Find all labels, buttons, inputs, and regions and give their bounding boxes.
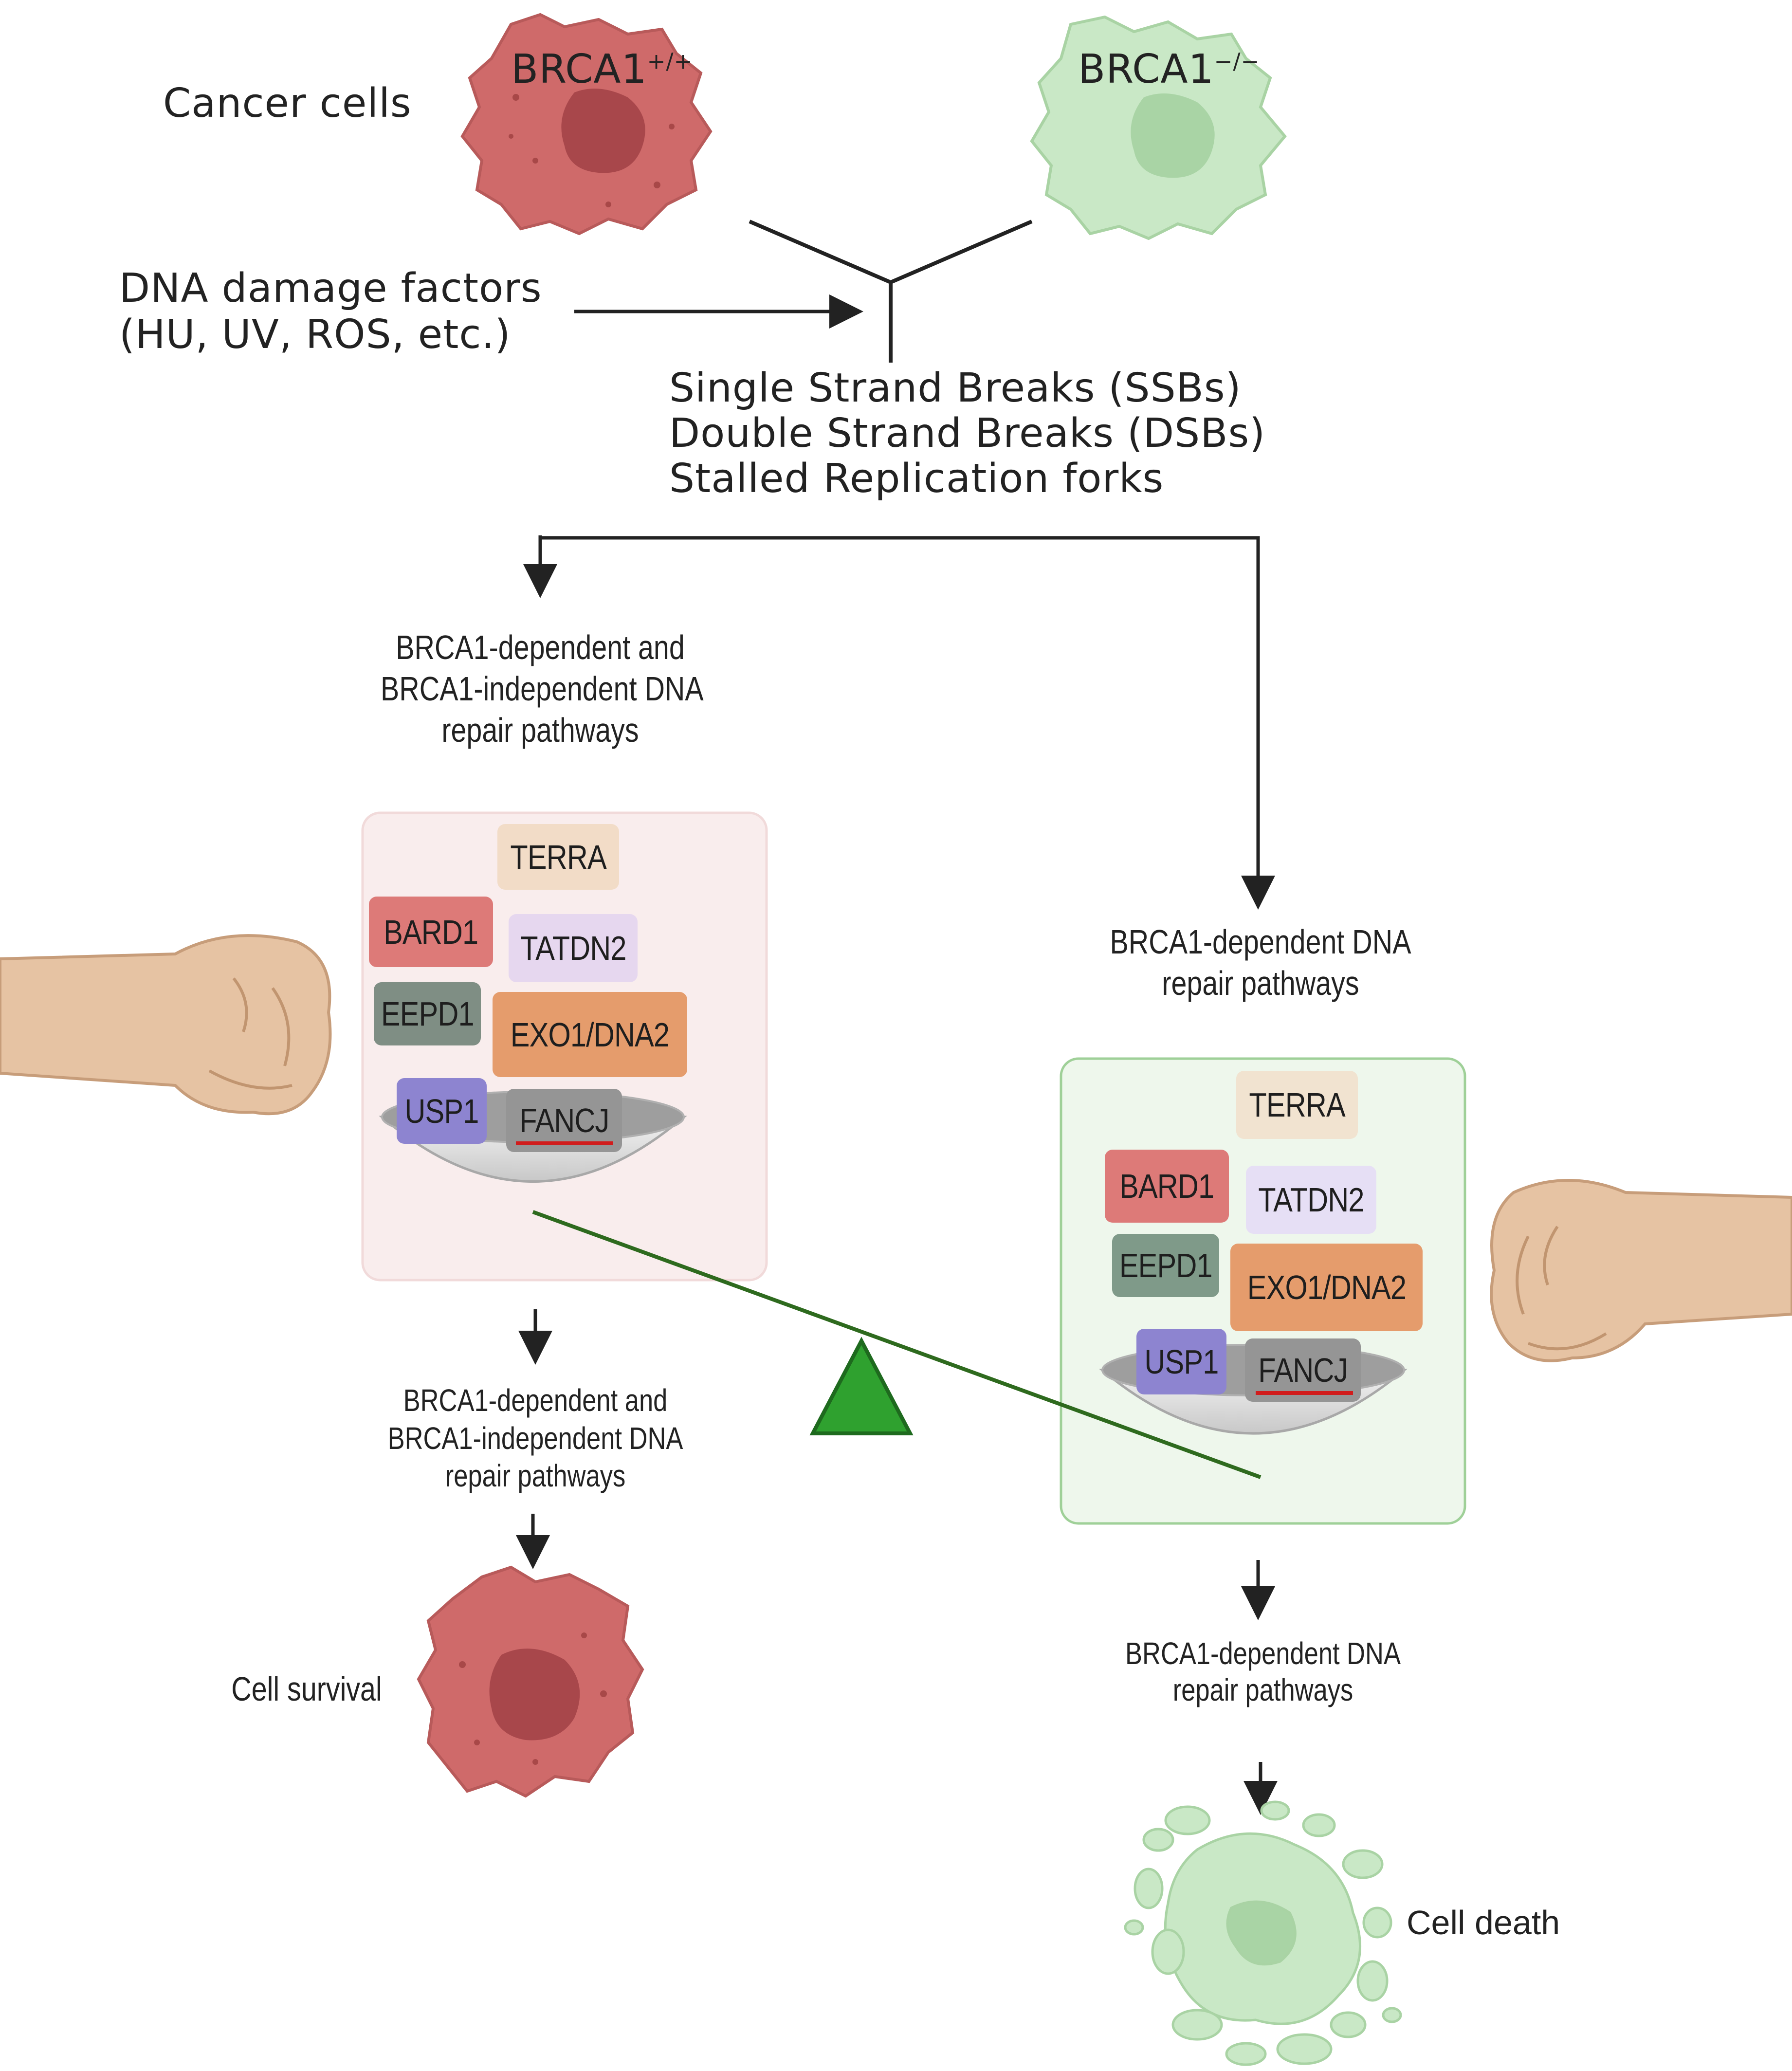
right-tag-terra-label: TERRA — [1249, 1086, 1345, 1124]
left-pathway-line1: BRCA1-dependent and — [396, 628, 685, 666]
right-tag-fancj: FANCJ — [1245, 1338, 1361, 1402]
right-tag-usp1: USP1 — [1136, 1329, 1226, 1394]
right-tag-eepd1-label: EEPD1 — [1119, 1246, 1213, 1284]
right-pathway-line1: BRCA1-dependent DNA — [1110, 923, 1411, 961]
breaks-line3: Stalled Replication forks — [669, 456, 1164, 502]
damage-factors-line2: (HU, UV, ROS, etc.) — [119, 312, 511, 358]
right-tag-exo1-label: EXO1/DNA2 — [1247, 1268, 1406, 1306]
left-fist-icon — [0, 934, 332, 1116]
left-pathway-line3: repair pathways — [441, 711, 639, 749]
brca1-wt-label: BRCA1+/+ — [511, 46, 693, 92]
left-pathway-line2: BRCA1-independent DNA — [381, 670, 704, 708]
left-pathway2-line1: BRCA1-dependent and — [403, 1383, 668, 1418]
cancer-cells-label: Cancer cells — [163, 80, 412, 127]
cell-death-label: Cell death — [1407, 1904, 1560, 1942]
right-tag-tatdn2-label: TATDN2 — [1258, 1181, 1364, 1219]
brca1-wt-cell-icon — [460, 13, 713, 236]
left-tag-usp1-label: USP1 — [404, 1092, 479, 1130]
right-pathway2-line1: BRCA1-dependent DNA — [1125, 1636, 1401, 1671]
left-tag-eepd1: EEPD1 — [374, 982, 481, 1045]
right-tag-fancj-label: FANCJ — [1258, 1351, 1348, 1389]
breaks-line2: Double Strand Breaks (DSBs) — [669, 410, 1266, 457]
left-tag-tatdn2-label: TATDN2 — [520, 929, 626, 967]
brca1-ko-cell-icon — [1030, 15, 1287, 240]
left-pathway2-line2: BRCA1-independent DNA — [387, 1421, 683, 1456]
brca1-ko-label: BRCA1−/− — [1078, 46, 1260, 92]
right-fist-icon — [1490, 1179, 1792, 1362]
left-tag-usp1: USP1 — [397, 1078, 487, 1144]
balance-beam — [532, 1210, 1262, 1479]
left-tag-exo1: EXO1/DNA2 — [493, 992, 687, 1077]
merge-connector — [749, 220, 1033, 363]
brca1-wt-text: BRCA1 — [511, 46, 647, 92]
brca1-wt-genotype: +/+ — [647, 48, 693, 74]
left-pathway2-line3: repair pathways — [445, 1458, 626, 1493]
right-tag-tatdn2: TATDN2 — [1246, 1166, 1376, 1234]
left-tag-terra-label: TERRA — [510, 838, 606, 876]
left-tag-bard1-label: BARD1 — [384, 913, 478, 951]
right-pathway2-line2: repair pathways — [1172, 1672, 1353, 1707]
dying-cell-icon — [1124, 1800, 1402, 2066]
right-tag-exo1: EXO1/DNA2 — [1230, 1244, 1423, 1331]
left-fancj-underline — [516, 1141, 613, 1145]
left-tag-fancj-label: FANCJ — [519, 1101, 609, 1139]
brca1-ko-text: BRCA1 — [1078, 46, 1214, 92]
left-tag-exo1-label: EXO1/DNA2 — [510, 1015, 670, 1054]
left-tag-eepd1-label: EEPD1 — [381, 995, 475, 1033]
cell-survival-label: Cell survival — [231, 1670, 382, 1708]
fulcrum-icon — [809, 1337, 914, 1435]
brca1-ko-genotype: −/− — [1214, 48, 1260, 74]
right-tag-usp1-label: USP1 — [1144, 1342, 1219, 1381]
right-tag-bard1: BARD1 — [1105, 1150, 1229, 1223]
left-tag-bard1: BARD1 — [369, 897, 493, 967]
surviving-cell-icon — [417, 1565, 644, 1798]
left-tag-tatdn2: TATDN2 — [509, 914, 638, 982]
right-tag-eepd1: EEPD1 — [1112, 1234, 1219, 1297]
right-pathway-line2: repair pathways — [1162, 964, 1359, 1002]
right-tag-bard1-label: BARD1 — [1119, 1167, 1214, 1205]
left-tag-terra: TERRA — [497, 824, 619, 890]
right-fancj-underline — [1256, 1391, 1353, 1395]
damage-factors-line1: DNA damage factors — [119, 265, 542, 312]
breaks-line1: Single Strand Breaks (SSBs) — [669, 365, 1242, 411]
right-tag-terra: TERRA — [1236, 1071, 1358, 1139]
